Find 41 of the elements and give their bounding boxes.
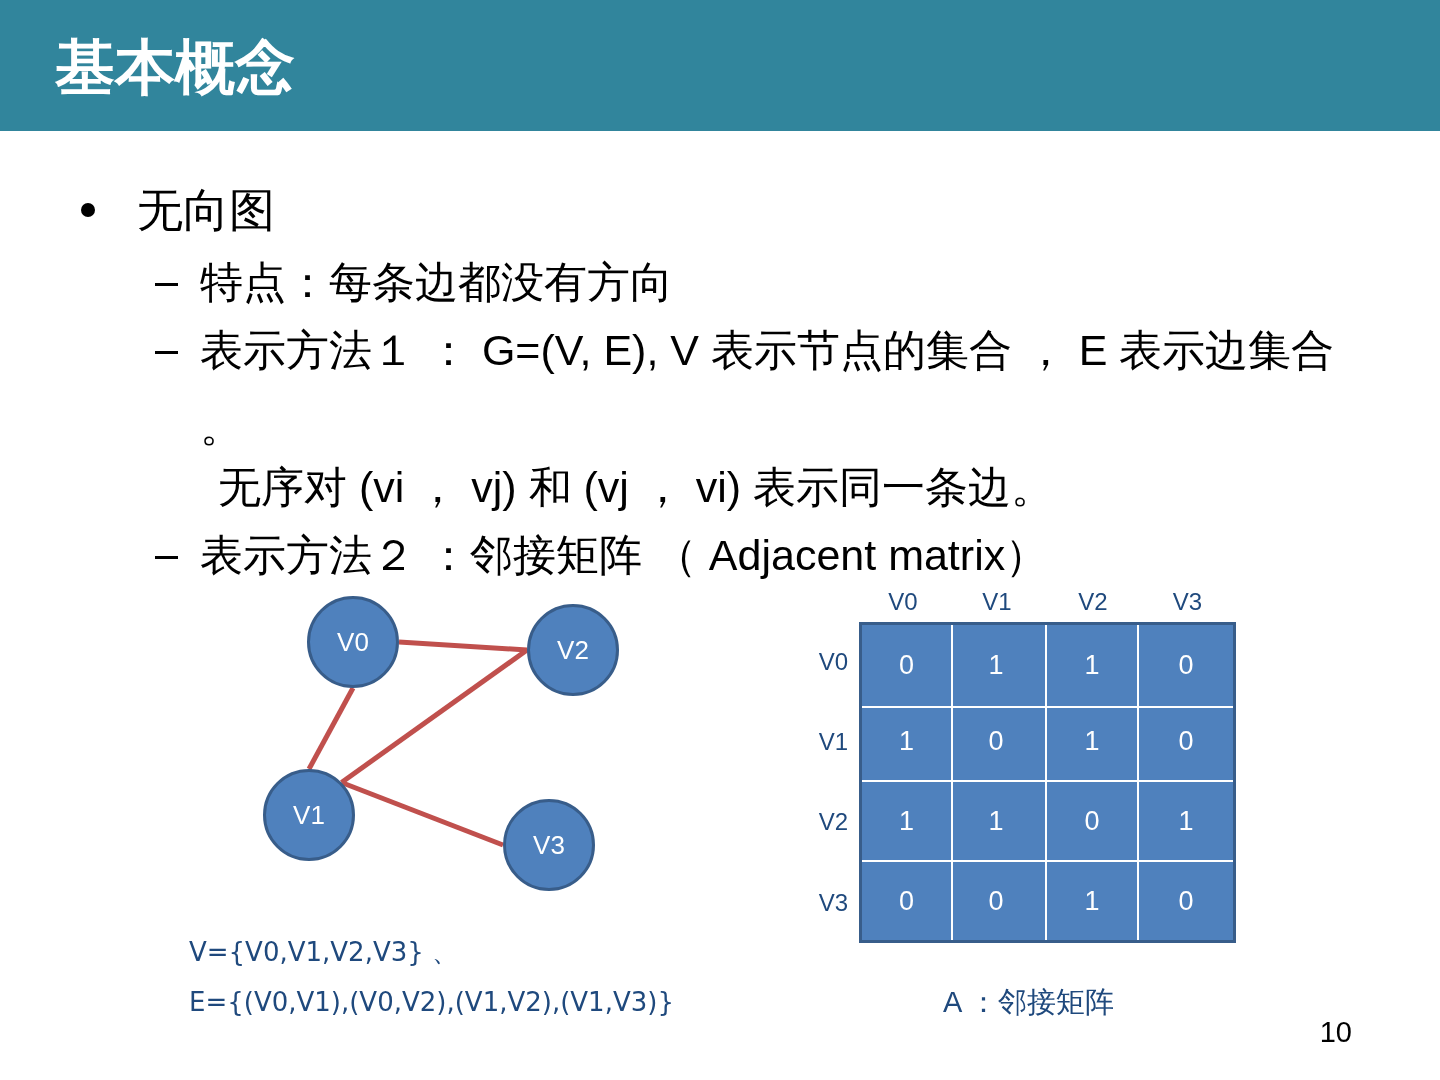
matrix-cell: 1 xyxy=(1047,862,1139,940)
bullet-text: 无向图 xyxy=(137,183,275,238)
matrix-cell: 1 xyxy=(947,625,1047,708)
edge-line xyxy=(306,686,356,771)
edge-line xyxy=(340,780,504,848)
row-header: V1 xyxy=(818,727,848,757)
page-number: 10 xyxy=(1319,1015,1352,1050)
matrix-cell: 1 xyxy=(1139,782,1233,862)
matrix-cell: 0 xyxy=(862,625,953,708)
matrix-cell: 0 xyxy=(947,862,1047,940)
matrix-cell: 0 xyxy=(862,862,953,940)
set-notation: E={(V0,V1),(V0,V2),(V1,V2),(V1,V3)} xyxy=(189,985,674,1019)
column-header: V0 xyxy=(888,587,918,617)
matrix-cell: 0 xyxy=(1047,782,1139,862)
vertex-circle: V3 xyxy=(503,799,595,891)
vertex-circle: V1 xyxy=(263,769,355,861)
bullet-text: 表示方法２ ：邻接矩阵 （ Adjacent matrix） xyxy=(200,530,1049,581)
bullet-text: 特点：每条边都没有方向 xyxy=(200,257,673,308)
matrix-cell: 0 xyxy=(947,702,1047,782)
slide-title: 基本概念 xyxy=(55,33,295,103)
matrix-cell: 0 xyxy=(1139,702,1233,782)
edge-line xyxy=(398,639,528,653)
matrix-cell: 1 xyxy=(947,782,1047,862)
row-header: V2 xyxy=(818,807,848,837)
row-header: V3 xyxy=(818,887,848,918)
vertex-circle: V0 xyxy=(307,596,399,688)
row-header: V0 xyxy=(818,647,848,677)
matrix-cell: 1 xyxy=(1047,702,1139,782)
matrix-cell: 1 xyxy=(862,782,953,862)
matrix-cell-text: 0 xyxy=(1177,884,1195,918)
vertex-circle: V2 xyxy=(527,604,619,696)
set-notation: V={V0,V1,V2,V3} 、 xyxy=(189,935,459,969)
column-header: V1 xyxy=(982,587,1012,617)
note-text: 无序对 (vi ， vj) 和 (vj ， vi) 表示同一条边。 xyxy=(218,462,1055,513)
column-header: V3 xyxy=(1172,587,1203,617)
matrix-cell: 0 xyxy=(1139,625,1233,708)
matrix-caption: A ：邻接矩阵 xyxy=(943,985,1114,1020)
column-header: V2 xyxy=(1078,587,1108,617)
matrix-cell: 1 xyxy=(862,702,953,782)
matrix-cell: 1 xyxy=(1047,625,1139,708)
bullet-text: 表示方法１ ： G=(V, E), V 表示节点的集合 ， E 表示边集合。 xyxy=(200,325,1336,452)
